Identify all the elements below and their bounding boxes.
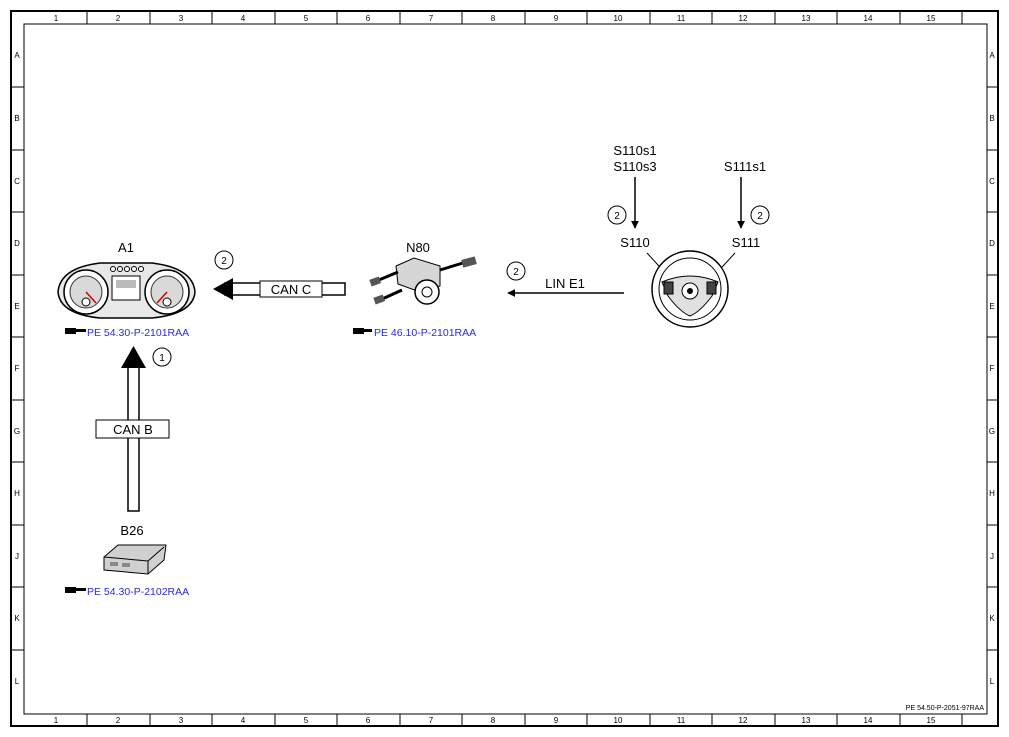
- col-label: 13: [802, 14, 811, 23]
- row-label: F: [990, 364, 995, 373]
- can-c-label: CAN C: [271, 282, 311, 297]
- col-label: 15: [927, 14, 936, 23]
- row-label: E: [989, 302, 994, 311]
- b26-label: B26: [120, 523, 143, 538]
- row-label: L: [15, 677, 20, 686]
- lin-e1-label: LIN E1: [545, 276, 585, 291]
- reference-hand-icon: [65, 328, 86, 334]
- col-label: 3: [179, 716, 184, 725]
- col-label: 4: [241, 14, 246, 23]
- b26-reference-text[interactable]: PE 54.30-P-2102RAA: [87, 586, 189, 598]
- row-label: D: [989, 239, 995, 248]
- col-label: 13: [802, 716, 811, 725]
- col-label: 6: [366, 716, 371, 725]
- row-label: C: [989, 177, 995, 186]
- a1-reference-text[interactable]: PE 54.30-P-2101RAA: [87, 327, 189, 339]
- s111-step-badge: 2: [750, 205, 770, 225]
- col-label: 1: [54, 14, 59, 23]
- steering-column-module-icon: [369, 256, 477, 305]
- row-label: L: [990, 677, 995, 686]
- b26-reference-link[interactable]: PE 54.30-P-2102RAA: [65, 586, 189, 598]
- can-b-connection: CAN B: [95, 346, 170, 512]
- reference-hand-icon: [65, 587, 86, 593]
- can-c-step-badge: 2: [214, 250, 234, 270]
- lin-e1-step-badge: 2: [506, 261, 526, 281]
- s110s1-label: S110s1: [613, 143, 656, 158]
- a1-reference-link[interactable]: PE 54.30-P-2101RAA: [65, 327, 189, 339]
- col-label: 5: [304, 716, 309, 725]
- col-label: 1: [54, 716, 59, 725]
- column-ruler: [86, 11, 963, 726]
- row-label: G: [989, 427, 995, 436]
- col-label: 15: [927, 716, 936, 725]
- row-label: B: [989, 114, 994, 123]
- col-label: 7: [429, 14, 434, 23]
- col-label: 3: [179, 14, 184, 23]
- s111s1-label: S111s1: [724, 159, 766, 174]
- s110-step-badge: 2: [607, 205, 627, 225]
- col-label: 8: [491, 716, 496, 725]
- row-label: J: [15, 552, 19, 561]
- n80-label: N80: [406, 240, 430, 255]
- col-label: 9: [554, 716, 559, 725]
- row-label: J: [990, 552, 994, 561]
- outer-frame: [10, 10, 999, 727]
- steering-wheel-icon: [651, 250, 729, 328]
- col-label: 8: [491, 14, 496, 23]
- col-label: 12: [739, 716, 748, 725]
- row-label: H: [989, 489, 995, 498]
- can-b-step-badge: 1: [152, 347, 172, 367]
- row-label: K: [14, 614, 20, 623]
- col-label: 12: [739, 14, 748, 23]
- column-labels: 1 2 3 4 5 6 7 8 9 10 11 12 13 14 15 1 2 …: [54, 14, 936, 725]
- col-label: 2: [116, 716, 121, 725]
- step-number: 2: [513, 267, 519, 278]
- row-label: E: [14, 302, 19, 311]
- row-label: D: [14, 239, 20, 248]
- row-label: F: [15, 364, 20, 373]
- row-label: A: [14, 51, 20, 60]
- row-ruler: [11, 86, 998, 651]
- row-label: B: [14, 114, 19, 123]
- row-label: C: [14, 177, 20, 186]
- row-label: H: [14, 489, 20, 498]
- col-label: 6: [366, 14, 371, 23]
- step-number: 2: [221, 256, 227, 267]
- can-b-label: CAN B: [113, 422, 153, 437]
- col-label: 2: [116, 14, 121, 23]
- n80-reference-text[interactable]: PE 46.10-P-2101RAA: [374, 327, 476, 339]
- s111-label: S111: [732, 235, 760, 250]
- reference-hand-icon: [353, 328, 372, 334]
- a1-label: A1: [118, 240, 134, 255]
- col-label: 14: [864, 14, 873, 23]
- col-label: 14: [864, 716, 873, 725]
- row-label: G: [14, 427, 20, 436]
- step-number: 2: [757, 211, 763, 222]
- instrument-cluster-icon: [57, 262, 196, 319]
- col-label: 5: [304, 14, 309, 23]
- document-reference: PE 54.50-P-2051-97RAA: [906, 705, 985, 712]
- col-label: 10: [614, 14, 623, 23]
- col-label: 10: [614, 716, 623, 725]
- row-labels: A B C D E F G H J K L A B C D E F G H J …: [14, 51, 995, 686]
- s110-label: S110: [620, 235, 649, 250]
- step-number: 2: [614, 211, 620, 222]
- col-label: 11: [677, 716, 686, 725]
- row-label: A: [989, 51, 995, 60]
- col-label: 7: [429, 716, 434, 725]
- step-number: 1: [159, 353, 165, 364]
- can-c-connection: CAN C: [213, 278, 346, 300]
- row-label: K: [989, 614, 995, 623]
- col-label: 9: [554, 14, 559, 23]
- control-module-icon: [103, 544, 167, 575]
- col-label: 11: [677, 14, 686, 23]
- n80-reference-link[interactable]: PE 46.10-P-2101RAA: [353, 327, 476, 339]
- s110s3-label: S110s3: [613, 159, 656, 174]
- inner-frame: [23, 23, 988, 715]
- col-label: 4: [241, 716, 246, 725]
- lin-e1-connection: LIN E1: [507, 276, 624, 297]
